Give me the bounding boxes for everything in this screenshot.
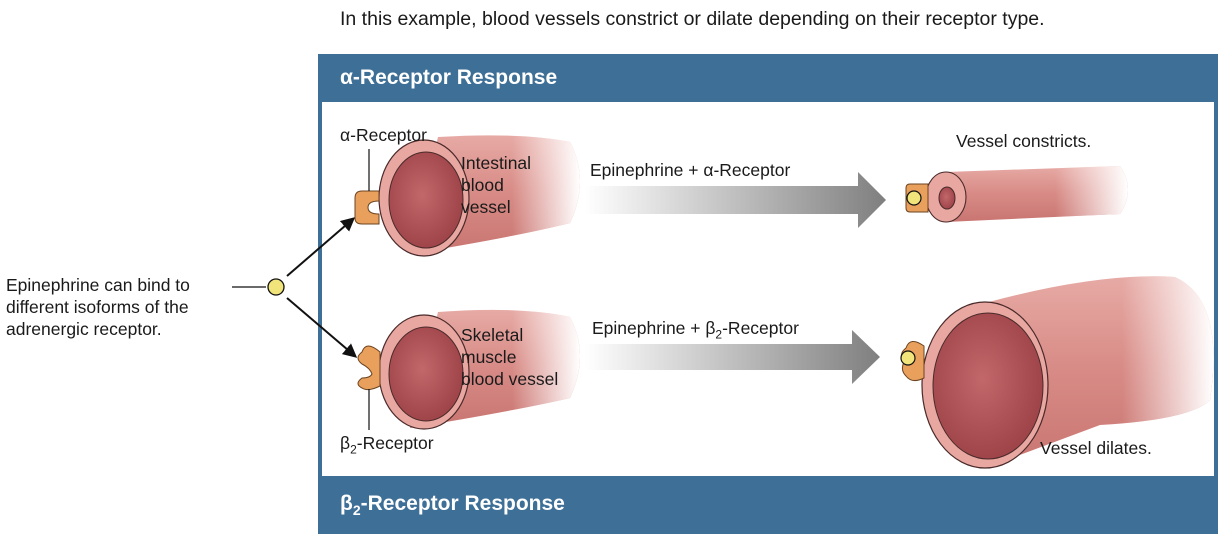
beta-title-sub: 2: [352, 502, 361, 519]
arrow-to-beta: [286, 297, 358, 358]
beta-arrow-label: Epinephrine + β2-Receptor: [592, 317, 799, 346]
intestinal-label-line-1: Intestinal: [461, 153, 532, 173]
skeletal-vessel-label: Skeletal muscle blood vessel: [461, 324, 558, 390]
intestinal-label-line-2: blood: [461, 175, 504, 195]
caption: In this example, blood vessels constrict…: [340, 8, 1045, 30]
alpha-process-arrow: [585, 172, 886, 228]
beta-title-prefix: β: [340, 492, 353, 515]
intestinal-label-line-3: vessel: [461, 197, 511, 217]
beta-panel-title: β2-Receptor Response: [340, 492, 565, 518]
beta-receptor-suffix: -Receptor: [356, 433, 434, 453]
skeletal-label-line-3: blood vessel: [461, 369, 559, 389]
bound-epinephrine-beta: [900, 350, 916, 366]
beta-title-suffix: -Receptor Response: [360, 492, 565, 515]
alpha-panel-title: α-Receptor Response: [340, 66, 558, 89]
alpha-receptor: [354, 190, 380, 225]
epinephrine-note-line-1: Epinephrine can bind to: [6, 275, 190, 295]
bound-epinephrine-alpha: [906, 190, 922, 206]
epinephrine-note-line-3: adrenergic receptor.: [6, 319, 162, 339]
constricted-vessel: [925, 166, 1128, 223]
skeletal-label-line-2: muscle: [461, 347, 517, 367]
intestinal-vessel-label: Intestinal blood vessel: [461, 152, 531, 218]
beta-arrow-suffix: -Receptor: [722, 318, 799, 338]
dilates-label: Vessel dilates.: [1040, 438, 1152, 458]
beta-receptor: [357, 345, 381, 391]
epinephrine-molecule: [267, 278, 285, 296]
beta-arrow-prefix: Epinephrine + β: [592, 318, 716, 338]
skeletal-muscle-vessel: [378, 309, 580, 430]
constricts-label: Vessel constricts.: [956, 131, 1092, 151]
arrow-to-alpha: [286, 217, 356, 277]
skeletal-label-line-1: Skeletal: [461, 325, 524, 345]
beta-receptor-sub: 2: [350, 442, 357, 457]
alpha-arrow-label: Epinephrine + α-Receptor: [590, 160, 791, 180]
beta-receptor-label: β2-Receptor: [340, 432, 434, 461]
alpha-receptor-label: α-Receptor: [340, 125, 427, 145]
beta-receptor-prefix: β: [340, 433, 351, 453]
intestinal-vessel: [378, 135, 580, 257]
epinephrine-note: Epinephrine can bind to different isofor…: [6, 274, 190, 340]
beta-arrow-sub: 2: [715, 327, 723, 342]
dilated-vessel: [921, 276, 1214, 469]
epinephrine-note-line-2: different isoforms of the: [6, 297, 189, 317]
beta-process-arrow: [585, 330, 880, 384]
